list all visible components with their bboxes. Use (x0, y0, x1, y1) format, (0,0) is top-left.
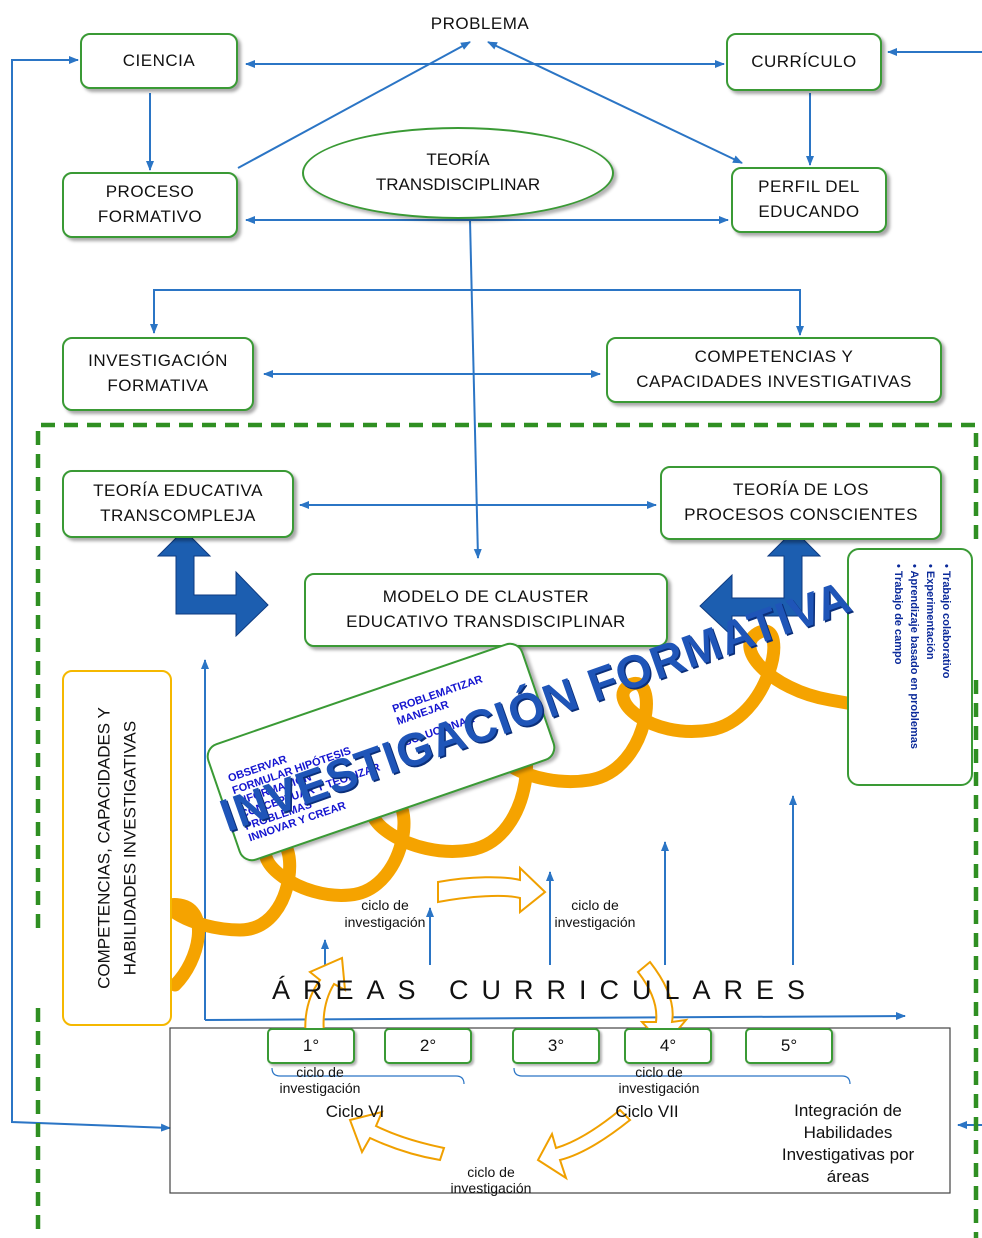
orange-spiral (163, 624, 937, 992)
node-competencias-capacidades: COMPETENCIAS Y CAPACIDADES INVESTIGATIVA… (606, 337, 942, 403)
integracion-label: Integración de Habilidades Investigativa… (781, 1101, 915, 1187)
ciclo-vii-label: Ciclo VII (615, 1102, 679, 1121)
cycle-label-4: ciclo de investigación (618, 1064, 700, 1097)
node-modelo-clauster: MODELO DE CLAUSTER EDUCATIVO TRANSDISCIP… (304, 573, 668, 647)
grade-5: 5° (745, 1028, 833, 1064)
cycle-label-2: ciclo de investigación (554, 897, 636, 930)
ciclo-vi-label: Ciclo VI (325, 1102, 385, 1121)
grade-4: 4° (624, 1028, 712, 1064)
node-curriculo: CURRÍCULO (726, 33, 882, 91)
node-problema: PROBLEMA (430, 14, 530, 33)
competencias-habilidades-label: COMPETENCIAS, CAPACIDADES Y HABILIDADES … (94, 707, 140, 989)
areas-curriculares: ÁREAS CURRICULARES (271, 975, 819, 1005)
methods-list: • Trabajo colaborativo • Experimentación… (853, 564, 953, 774)
grade-1: 1° (267, 1028, 355, 1064)
methods-box: • Trabajo colaborativo • Experimentación… (847, 548, 973, 786)
node-teoria-procesos: TEORÍA DE LOS PROCESOS CONSCIENTES (660, 466, 942, 540)
node-perfil-educando: PERFIL DEL EDUCANDO (731, 167, 887, 233)
grade-2: 2° (384, 1028, 472, 1064)
grade-3: 3° (512, 1028, 600, 1064)
cycle-label-5: ciclo de investigación (450, 1164, 532, 1197)
method-item: • Aprendizaje basado en problemas (908, 564, 921, 749)
competencias-habilidades-box: COMPETENCIAS, CAPACIDADES Y HABILIDADES … (62, 670, 172, 1026)
node-teoria-transdisciplinar: TEORÍA TRANSDISCIPLINAR (302, 127, 614, 219)
node-proceso-formativo: PROCESO FORMATIVO (62, 172, 238, 238)
node-teoria-educativa: TEORÍA EDUCATIVA TRANSCOMPLEJA (62, 470, 294, 538)
cycle-label-3: ciclo de investigación (279, 1064, 361, 1097)
method-item: • Experimentación (924, 564, 937, 660)
node-investigacion-formativa: INVESTIGACIÓN FORMATIVA (62, 337, 254, 411)
node-ciencia: CIENCIA (80, 33, 238, 89)
method-item: • Trabajo de campo (892, 564, 905, 665)
method-item: • Trabajo colaborativo (940, 564, 952, 679)
cycle-label-1: ciclo de investigación (344, 897, 426, 930)
